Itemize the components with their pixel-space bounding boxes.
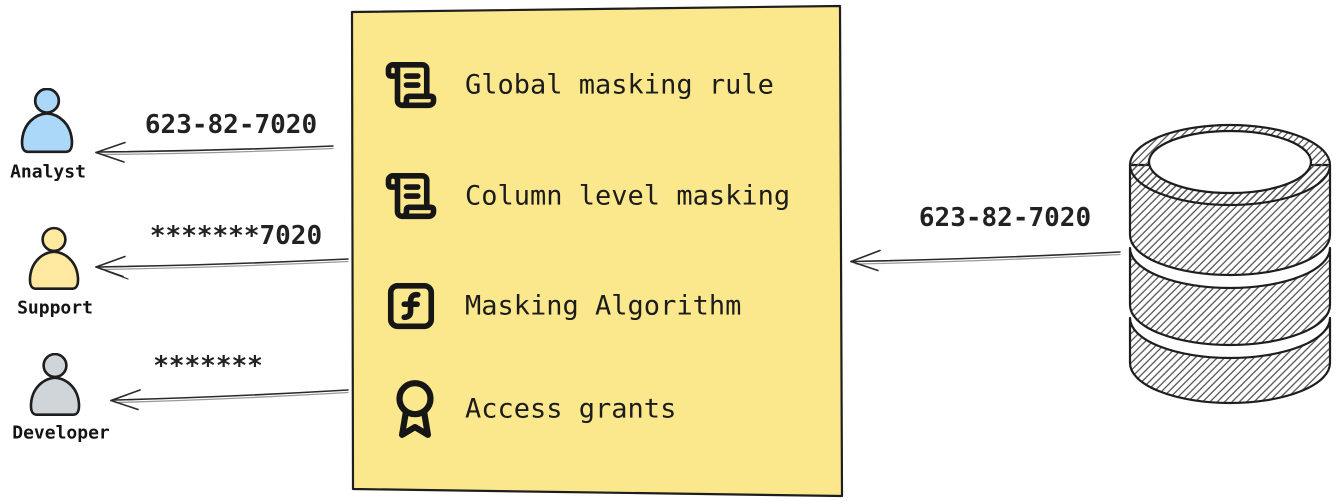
support-masked-value: *******7020 <box>149 221 323 251</box>
policy-item-column-level-masking: Column level masking <box>384 168 790 224</box>
database-icon <box>1128 123 1332 405</box>
policy-item-masking-algorithm: Masking Algorithm <box>384 278 741 334</box>
arrow-from-database <box>850 249 1121 272</box>
analyst-person-icon <box>20 88 74 154</box>
analyst-masked-value: 623-82-7020 <box>144 110 318 140</box>
developer-label: Developer <box>12 422 110 444</box>
support-label: Support <box>17 297 93 319</box>
scroll-text-icon <box>385 61 437 109</box>
arrow-to-support <box>95 255 349 280</box>
source-value: 623-82-7020 <box>918 203 1092 233</box>
analyst-label: Analyst <box>10 161 86 183</box>
arrow-to-analyst <box>95 141 334 163</box>
policy-item-global-masking-rule: Global masking rule <box>384 57 774 113</box>
function-square-icon <box>387 282 435 330</box>
policy-item-label: Column level masking <box>465 180 791 212</box>
arrow-to-developer <box>110 389 349 411</box>
support-person-icon <box>28 226 80 290</box>
policy-item-label: Masking Algorithm <box>465 290 742 322</box>
developer-masked-value: ******* <box>153 351 263 381</box>
developer-person-icon <box>29 353 81 416</box>
policy-item-access-grants: Access grants <box>384 377 676 441</box>
award-icon <box>396 380 434 438</box>
scroll-text-icon <box>385 172 437 220</box>
policy-item-label: Access grants <box>465 393 677 425</box>
policy-item-label: Global masking rule <box>465 69 774 101</box>
